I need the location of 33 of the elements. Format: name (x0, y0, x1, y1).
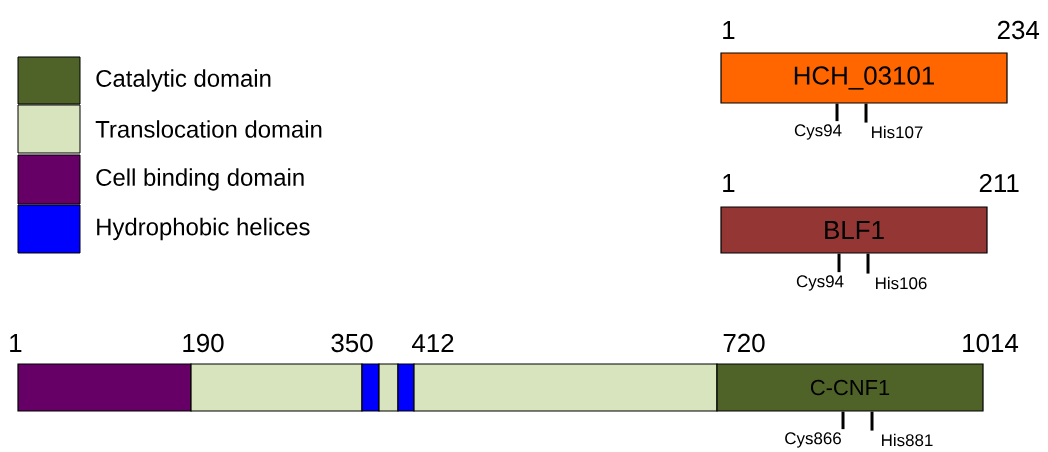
position-number: 720 (723, 333, 765, 353)
residue-label: His107 (872, 125, 923, 139)
domain-segment (378, 363, 399, 412)
residue-label: Cys866 (785, 432, 841, 448)
domain-segment (190, 363, 363, 412)
position-number: 1014 (963, 333, 1019, 353)
protein-bar: BLF1 (720, 206, 988, 254)
position-number: 1 (723, 174, 735, 192)
legend-label: Cell binding domain (96, 168, 304, 191)
position-number: 190 (183, 333, 224, 353)
residue-label: Cys94 (794, 124, 842, 140)
protein-bar: HCH_03101 (720, 52, 1008, 104)
helix-segment (397, 363, 415, 412)
domain-segment (413, 363, 718, 412)
residue-label: His881 (882, 433, 933, 447)
leader-line (864, 103, 868, 123)
leader-line (866, 253, 870, 274)
position-number: 350 (331, 333, 373, 353)
domain-segment: C-CNF1 (716, 363, 984, 412)
position-number: 412 (412, 333, 454, 353)
leader-line (841, 411, 845, 430)
leader-line (837, 253, 841, 273)
leader-line (870, 411, 874, 431)
residue-label: His106 (876, 276, 927, 290)
position-number: 211 (979, 173, 1019, 193)
residue-label: Cys94 (796, 275, 844, 291)
leader-line (835, 103, 839, 122)
position-number: 234 (997, 20, 1040, 40)
legend-label: Catalytic domain (96, 69, 271, 92)
legend-label: Hydrophobic helices (97, 217, 310, 241)
legend-label: Translocation domain (95, 120, 322, 138)
domain-segment (17, 363, 192, 412)
position-number: 1 (10, 334, 22, 352)
